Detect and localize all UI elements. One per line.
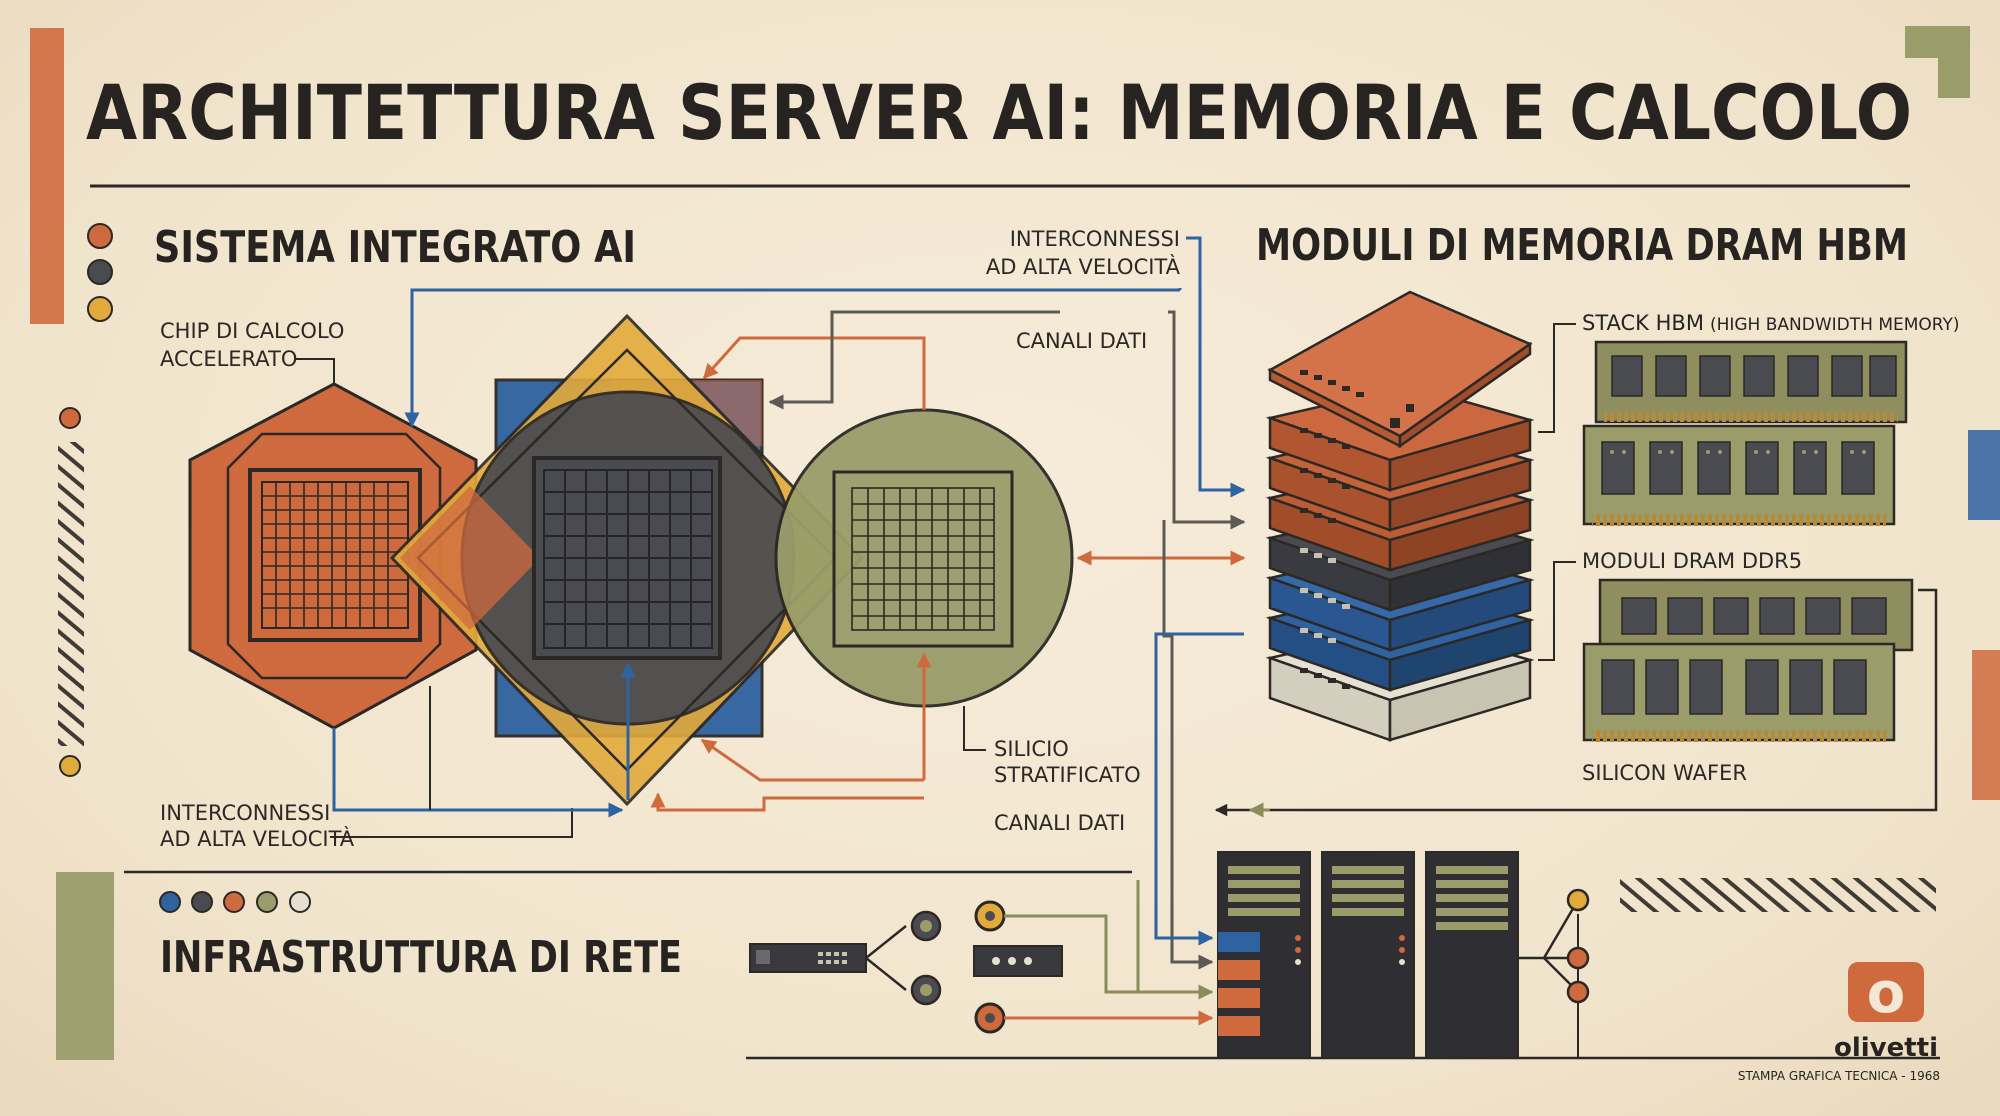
small-orange-dot-icon [59,407,81,429]
charcoal-dot-icon [191,891,213,913]
hbm-module-back [1594,340,1908,424]
stack-pad-marks [1300,370,1414,689]
page-title: ARCHITETTURA SERVER AI: MEMORIA E CALCOL… [86,68,1912,157]
small-mustard-dot-icon [59,755,81,777]
orange-dot-icon [223,891,245,913]
wafer-label: SILICON WAFER [1582,761,1747,785]
chip-label-line2: ACCELERATO [160,347,297,371]
mustard-node-icon [1566,888,1590,912]
orange-channel-bottom [700,738,924,782]
silicon-leader [963,706,986,751]
interconnect-bottom-line2: AD ALTA VELOCITÀ [160,826,355,851]
compute-connectors [332,288,1246,818]
olive-dot-icon [256,891,278,913]
brand-name: olivetti [1834,1033,1938,1063]
chip-label-line1: CHIP DI CALCOLO [160,319,344,343]
hatch-bar-left [58,442,84,746]
hbm-layer-stack [1265,290,1535,742]
silicon-label-line2: STRATIFICATO [994,763,1141,787]
mustard-dot-icon [87,296,113,322]
hbm-label: STACK HBM(HIGH BANDWIDTH MEMORY) [1582,311,1960,335]
core-chip-grid [543,469,713,649]
ddr5-module-back [1598,578,1914,652]
corner-accent-olive [1905,26,1970,98]
olivetti-logo: o [1848,961,1924,1026]
corner-accent-olive-bottom [56,872,114,1060]
section-title-memory: MODULI DI MEMORIA DRAM HBM [1256,220,1908,271]
router-icon [973,945,1063,977]
corner-accent-orange [30,28,64,324]
server-rack-1 [1217,851,1311,1059]
interconnect-bottom-line1: INTERCONNESSI [160,801,330,825]
server-rack-3 [1425,851,1519,1059]
hatch-strip-right [1620,878,1936,912]
interconnect-top-line1: INTERCONNESSI [1010,227,1180,251]
network-switch-icon [749,943,867,973]
orange-chip-grid [262,482,408,628]
ddr5-label: MODULI DRAM DDR5 [1582,549,1802,573]
stack-layer-orange-top [1267,290,1533,449]
edge-accent-orange [1972,650,2000,800]
blue-dot-icon [159,891,181,913]
stack-pad-marks-light [1300,548,1350,643]
silicon-label-line1: SILICIO [994,737,1069,761]
orange-dot-icon [87,223,113,249]
cream-dot-icon [289,891,311,913]
gray-channel-top [768,310,1060,410]
orange-hexagon-inner [226,432,442,680]
orange-node-icon [1566,980,1590,1004]
compute-chip-group [188,313,1074,807]
orange-node-icon [1566,946,1590,970]
edge-accent-blue [1968,430,2000,520]
section-title-network: INFRASTRUTTURA DI RETE [160,932,682,983]
blue-interconnect-top [404,288,1180,428]
data-channels-top: CANALI DATI [1016,329,1147,353]
hbm-module-front [1582,424,1896,526]
server-rack-2 [1321,851,1415,1059]
section-title-integrated: SISTEMA INTEGRATO AI [154,222,636,273]
blue-interconnect-bottom [332,728,624,818]
interconnect-top-line2: AD ALTA VELOCITÀ [986,254,1181,279]
chip-leader-line [296,358,335,386]
charcoal-dot-icon [87,259,113,285]
data-channels-bottom: CANALI DATI [994,811,1125,835]
footer-credit: STAMPA GRAFICA TECNICA - 1968 [1738,1069,1940,1083]
interconnect-bottom-leader [330,808,573,838]
return-bus-line [1214,588,1938,817]
olive-chip-grid [851,487,995,631]
ddr5-module-front [1582,642,1896,742]
orange-inner-diamond [400,486,540,630]
svg-text:o: o [1867,961,1905,1026]
